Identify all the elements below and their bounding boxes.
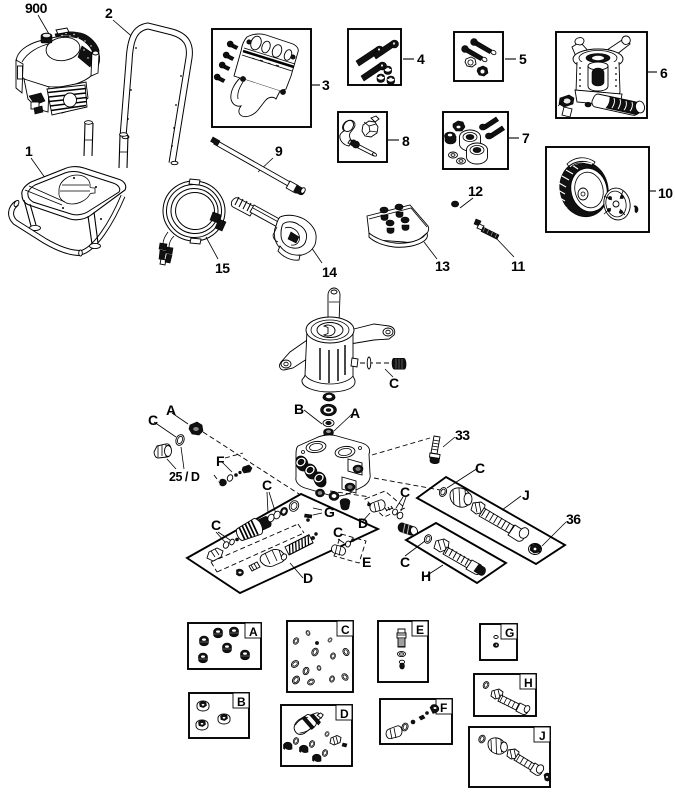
- svg-text:E: E: [416, 623, 424, 637]
- svg-text:1: 1: [25, 143, 33, 159]
- svg-text:A: A: [166, 402, 176, 418]
- svg-text:C: C: [400, 554, 410, 570]
- svg-text:A: A: [249, 625, 258, 639]
- svg-text:900: 900: [25, 0, 48, 16]
- svg-text:J: J: [539, 729, 546, 743]
- svg-text:36: 36: [566, 511, 581, 527]
- svg-text:33: 33: [455, 427, 470, 443]
- svg-text:G: G: [505, 626, 514, 640]
- svg-text:C: C: [148, 412, 158, 428]
- svg-text:C: C: [475, 460, 485, 476]
- svg-text:2: 2: [105, 5, 113, 21]
- svg-text:C: C: [400, 484, 410, 500]
- svg-text:F: F: [440, 701, 447, 715]
- svg-text:A: A: [350, 405, 360, 421]
- svg-text:G: G: [324, 504, 335, 520]
- svg-text:D: D: [303, 570, 313, 586]
- svg-text:3: 3: [322, 77, 330, 93]
- svg-text:C: C: [341, 623, 350, 637]
- svg-text:C: C: [262, 477, 272, 493]
- svg-text:25 / D: 25 / D: [169, 470, 200, 484]
- svg-text:D: D: [340, 707, 349, 721]
- svg-text:C: C: [211, 517, 221, 533]
- svg-text:B: B: [237, 695, 246, 709]
- svg-text:E: E: [362, 554, 371, 570]
- svg-text:8: 8: [402, 133, 410, 149]
- svg-text:15: 15: [215, 260, 230, 276]
- svg-text:11: 11: [511, 258, 526, 274]
- svg-text:C: C: [389, 375, 399, 391]
- svg-text:6: 6: [660, 65, 668, 81]
- svg-text:7: 7: [522, 130, 530, 146]
- svg-text:F: F: [216, 453, 225, 469]
- svg-text:10: 10: [658, 185, 673, 201]
- svg-text:5: 5: [519, 51, 527, 67]
- svg-text:H: H: [524, 676, 533, 690]
- svg-text:9: 9: [275, 143, 283, 159]
- svg-text:C: C: [333, 524, 343, 540]
- svg-text:4: 4: [417, 51, 425, 67]
- svg-text:J: J: [522, 487, 529, 503]
- svg-text:12: 12: [468, 183, 483, 199]
- svg-text:13: 13: [435, 258, 450, 274]
- svg-text:B: B: [294, 401, 304, 417]
- svg-text:14: 14: [322, 264, 337, 280]
